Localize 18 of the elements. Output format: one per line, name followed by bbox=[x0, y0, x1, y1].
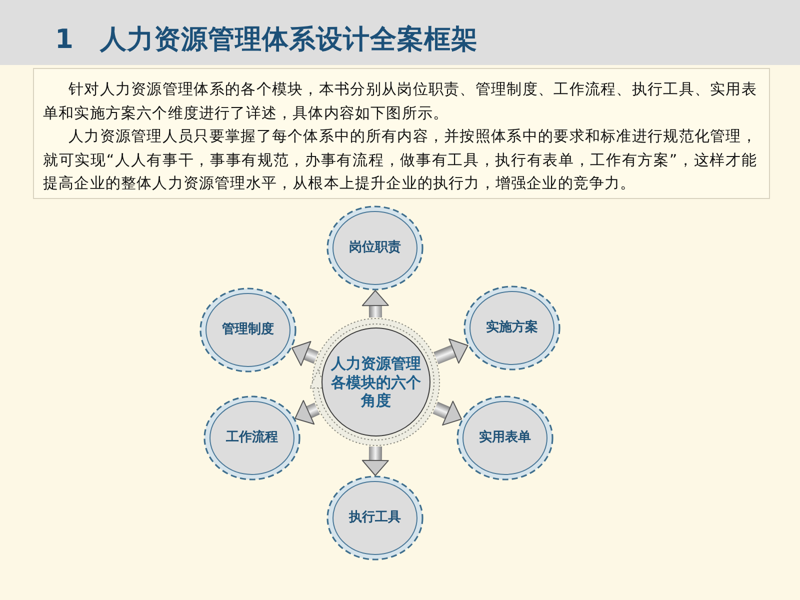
block-arrow bbox=[292, 400, 320, 425]
block-arrow bbox=[434, 338, 470, 364]
block-arrow bbox=[362, 290, 389, 318]
block-arrow bbox=[432, 400, 464, 426]
circle-label: 实施方案 bbox=[486, 320, 538, 336]
block-arrow bbox=[290, 340, 319, 366]
text-panel bbox=[33, 68, 770, 198]
circle-label: 管理制度 bbox=[222, 322, 274, 338]
paragraph: 人力资源管理人员只要掌握了每个体系中的所有内容，并按照体系中的要求和标准进行规范化管理，就可实现“人人有事干，事事有规范，办事有流程，做事有工具，执行有表单，工作有方案”，这样才能提高企业的整体人力资源管理水平，从根本上提升企业的执行力，增强企业的竞争力。 bbox=[43, 126, 757, 194]
circle-label: 实用表单 bbox=[479, 430, 531, 446]
page-title: 人力资源管理体系设计全案框架 bbox=[100, 25, 478, 55]
circle-label: 岗位职责 bbox=[349, 240, 401, 256]
circle-label: 执行工具 bbox=[349, 510, 401, 526]
center-label: 人力资源管理各模块的六个角度 bbox=[330, 354, 422, 410]
block-arrow bbox=[362, 446, 389, 476]
circle-label: 工作流程 bbox=[226, 430, 278, 446]
paragraph: 针对人力资源管理体系的各个模块，本书分别从岗位职责、管理制度、工作流程、执行工具、实用表单和实施方案六个维度进行了详述，具体内容如下图所示。 bbox=[43, 79, 757, 124]
section-number: 1 bbox=[55, 25, 74, 55]
